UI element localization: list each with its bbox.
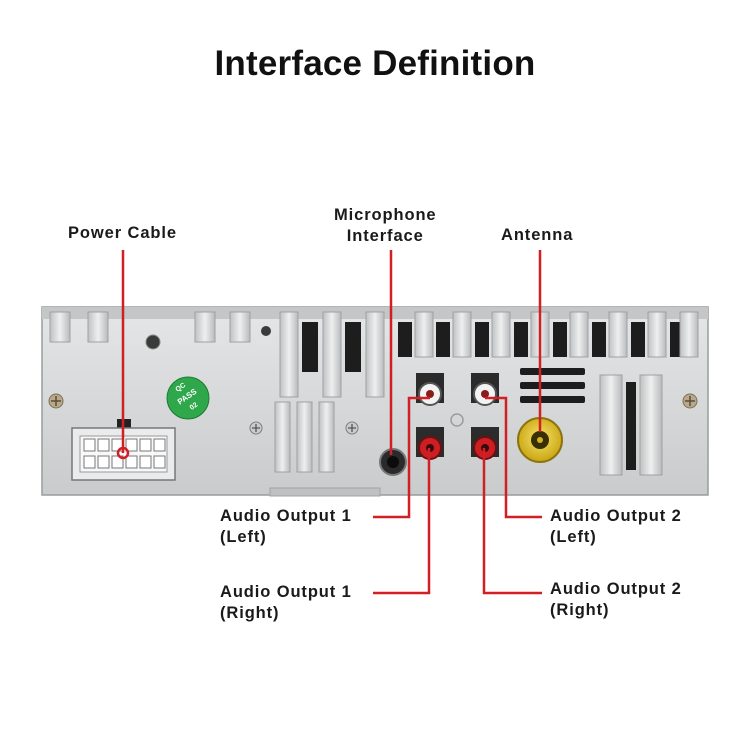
label-audio-output2-left: Audio Output 2 (Left) <box>550 507 682 546</box>
label-power-cable: Power Cable <box>68 224 177 242</box>
leader-audio-out1-right <box>373 448 431 595</box>
screw-icon <box>48 393 698 435</box>
leader-audio-out1-left <box>373 396 430 519</box>
leader-audio-out2-left <box>485 396 542 519</box>
microphone-jack <box>379 448 407 476</box>
badge-line1: QC <box>175 382 188 394</box>
badge-line3: 02 <box>189 401 199 411</box>
rca-jack-out2-left <box>471 373 499 406</box>
cooling-fins <box>49 311 699 398</box>
label-audio-output2-right: Audio Output 2 (Right) <box>550 580 682 619</box>
page-title: Interface Definition <box>214 44 536 83</box>
mount-hole-icon <box>145 334 161 350</box>
label-audio-output1-right: Audio Output 1 (Right) <box>220 583 352 622</box>
power-pin-marker <box>116 446 130 460</box>
leader-audio-out2-right <box>482 448 542 595</box>
label-audio-output1-left: Audio Output 1 (Left) <box>220 507 352 546</box>
mount-hole-icon <box>261 326 271 336</box>
label-microphone-interface: Microphone Interface <box>334 206 437 245</box>
rca-jack-out1-left <box>416 373 444 406</box>
leader-lines <box>121 250 542 595</box>
label-antenna: Antenna <box>501 226 574 244</box>
ground-symbol-icon <box>450 413 464 427</box>
vent-slots <box>274 368 663 476</box>
qc-pass-badge: QC PASS 02 <box>166 376 210 420</box>
